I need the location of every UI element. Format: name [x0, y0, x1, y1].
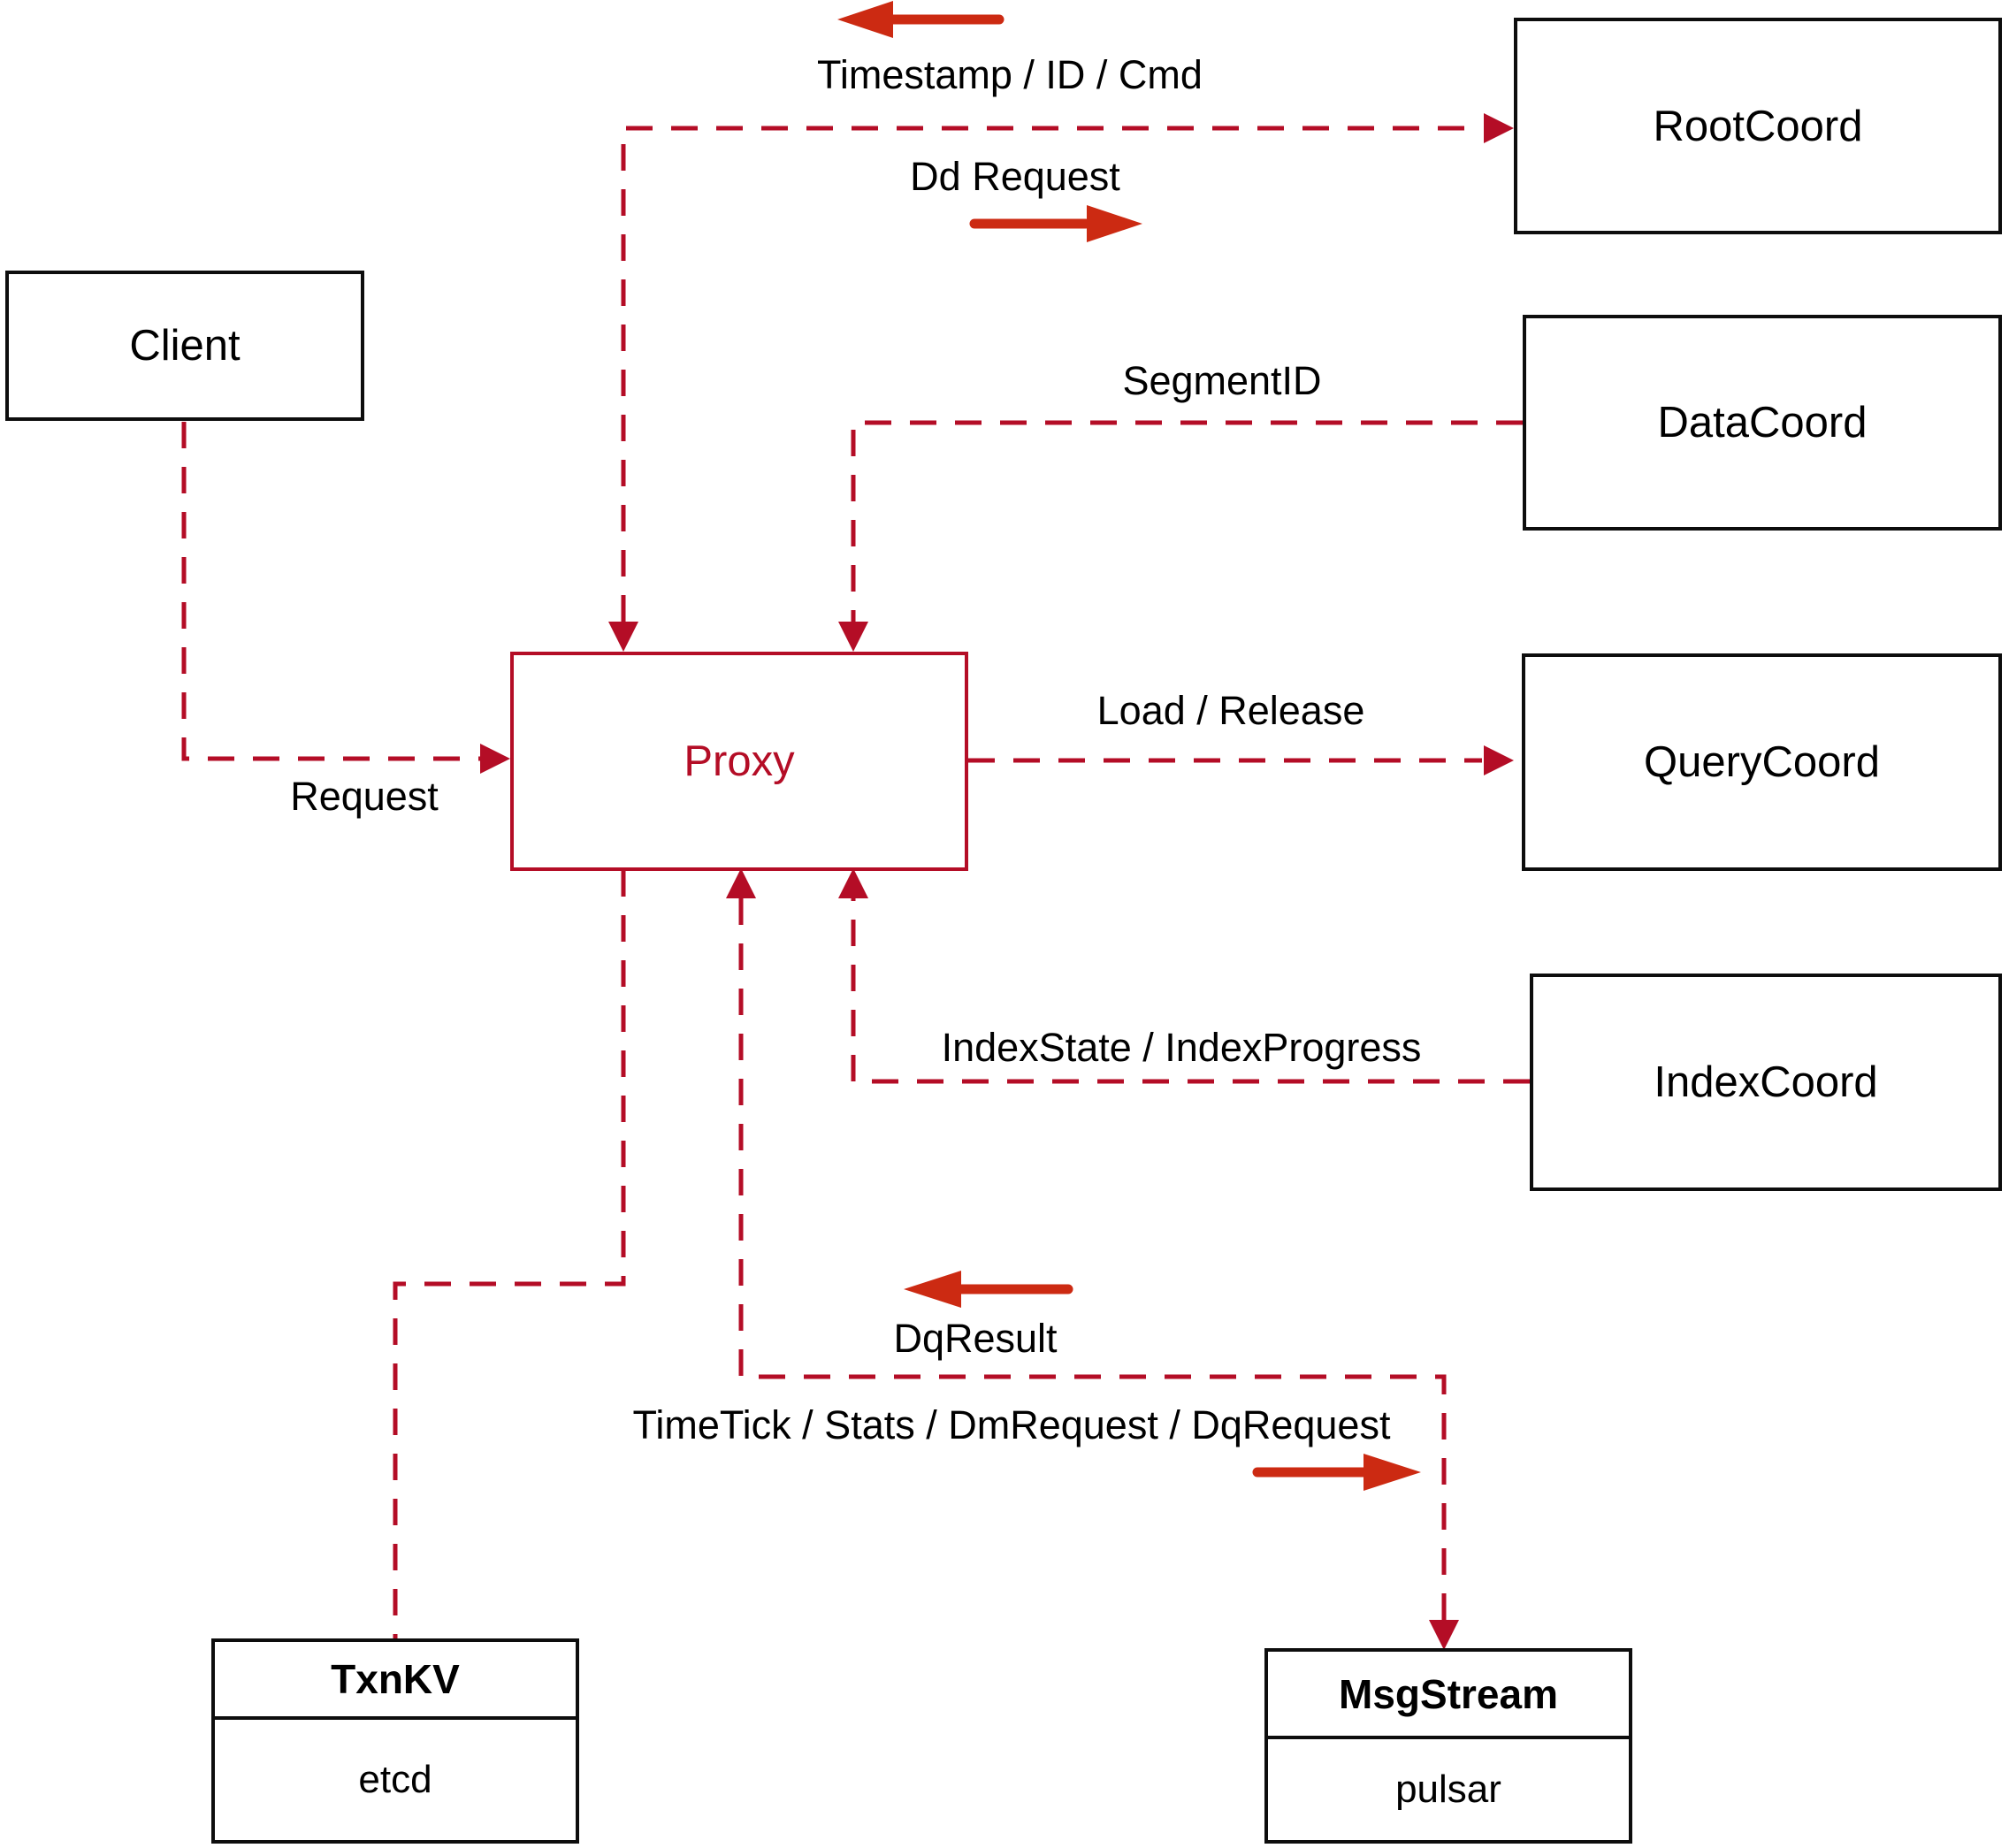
node-querycoord-label: QueryCoord [1644, 738, 1880, 786]
edge-label-index-state: IndexState / IndexProgress [941, 1025, 1422, 1070]
node-msgstream: MsgStream pulsar [1264, 1648, 1632, 1844]
edge-label-dq-result: DqResult [893, 1316, 1058, 1361]
edge-label-timestamp-id-cmd: Timestamp / ID / Cmd [817, 52, 1203, 97]
node-rootcoord-label: RootCoord [1653, 102, 1863, 150]
edge-proxy-msgstream [726, 868, 1459, 1650]
node-indexcoord-label: IndexCoord [1654, 1058, 1878, 1106]
edge-proxy-rootcoord [608, 113, 1514, 652]
node-msgstream-title: MsgStream [1268, 1652, 1629, 1739]
node-txnkv: TxnKV etcd [211, 1638, 579, 1844]
edge-datacoord-proxy [838, 420, 1523, 652]
node-msgstream-impl: pulsar [1395, 1768, 1501, 1811]
node-txnkv-title: TxnKV [215, 1642, 576, 1720]
edge-proxy-querycoord [968, 745, 1514, 775]
edge-indexcoord-proxy [838, 868, 1530, 1084]
node-txnkv-impl: etcd [358, 1758, 432, 1801]
node-indexcoord: IndexCoord [1530, 974, 2002, 1191]
left-arrow-icon [904, 1271, 1073, 1308]
right-arrow-icon [1252, 1454, 1421, 1491]
edge-label-timetick: TimeTick / Stats / DmRequest / DqRequest [632, 1402, 1391, 1447]
node-client-label: Client [129, 322, 241, 370]
node-datacoord-label: DataCoord [1657, 399, 1868, 447]
node-proxy: Proxy [510, 652, 968, 871]
edge-client-proxy [181, 422, 510, 774]
node-querycoord: QueryCoord [1522, 653, 2002, 871]
node-rootcoord: RootCoord [1514, 18, 2002, 234]
right-arrow-icon [969, 205, 1142, 242]
edge-label-request: Request [290, 774, 439, 819]
node-datacoord: DataCoord [1523, 315, 2002, 531]
edge-label-load-release: Load / Release [1096, 688, 1365, 733]
left-arrow-icon [837, 1, 1004, 38]
node-client: Client [5, 271, 364, 421]
node-proxy-label: Proxy [684, 737, 795, 785]
edge-label-dd-request: Dd Request [910, 154, 1120, 199]
edge-label-segment-id: SegmentID [1122, 358, 1322, 403]
edge-proxy-txnkv [393, 870, 626, 1638]
